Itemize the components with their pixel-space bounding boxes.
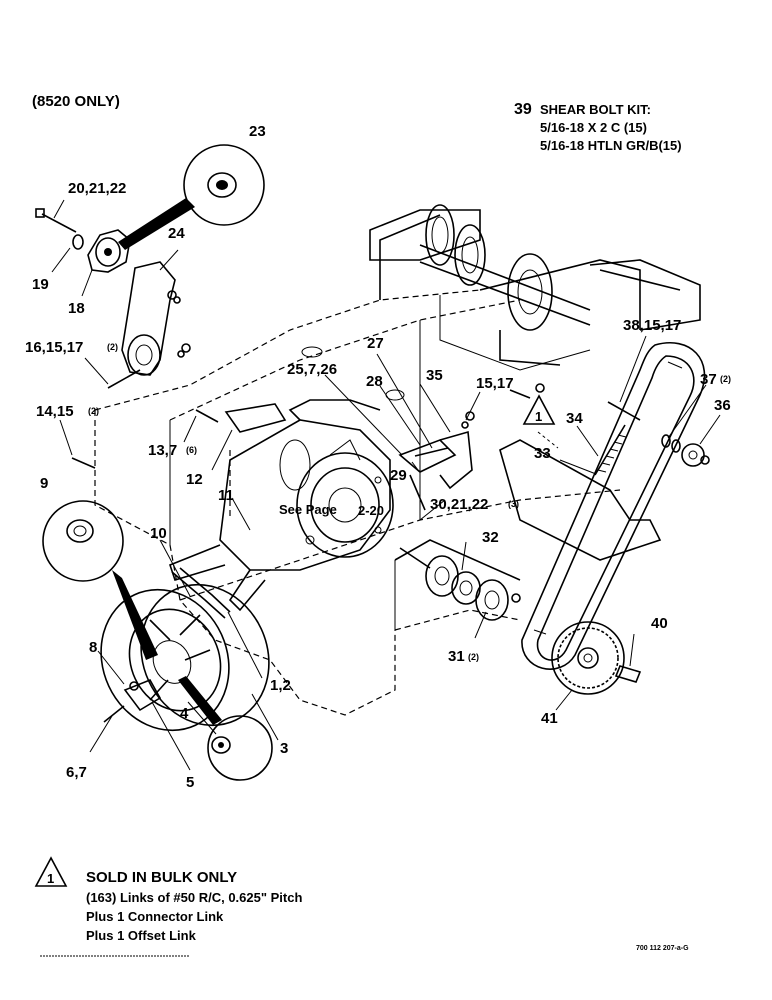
bolt-16 — [107, 369, 141, 389]
callout-36: 36 — [714, 397, 731, 414]
callout-27: 27 — [367, 335, 384, 352]
gearbox — [169, 399, 394, 612]
kit-title: SHEAR BOLT KIT: — [540, 102, 651, 117]
lower-plate — [499, 439, 662, 561]
callout-37: 37 — [700, 371, 717, 388]
bracket-12 — [224, 403, 287, 433]
callout-13-7: 13,7 — [148, 442, 177, 459]
callout-28: 28 — [366, 373, 383, 390]
washer-19 — [72, 234, 84, 250]
triangle-marker-text: 1 — [535, 409, 542, 424]
nuts-24 — [167, 290, 191, 358]
callout-38-15-17: 38,15,17 — [623, 317, 681, 334]
callout-20-21-22: 20,21,22 — [68, 180, 126, 197]
key-40 — [614, 665, 642, 683]
callout-30-21-22: 30,21,22 — [430, 496, 488, 513]
callout-9: 9 — [40, 475, 48, 492]
callout-19: 19 — [32, 276, 49, 293]
callout-37-qty: (2) — [720, 374, 731, 384]
kit-number: 39 — [514, 101, 532, 118]
callout-1-2: 1,2 — [270, 677, 291, 694]
callout-31: 31 — [448, 648, 465, 665]
drawing-id: 700 112 207-a-G — [636, 945, 689, 952]
callout-13-qty: (6) — [186, 445, 197, 455]
callout-14-qty: (2) — [88, 406, 99, 416]
callout-33: 33 — [534, 445, 551, 462]
footnote: 1 SOLD IN BULK ONLY (163) Links of #50 R… — [34, 856, 302, 943]
callout-15-17: 15,17 — [476, 375, 514, 392]
spacers-37 — [661, 434, 681, 453]
callout-3: 3 — [280, 740, 288, 757]
footnote-triangle — [34, 856, 68, 887]
callout-11: 11 — [218, 487, 234, 504]
callout-16-15-17: 16,15,17 — [25, 339, 83, 356]
callout-25-7-26: 25,7,26 — [287, 361, 337, 378]
bearing-assembly — [399, 547, 521, 621]
footnote-line-2: Plus 1 Connector Link — [86, 909, 224, 924]
roller-chain — [521, 342, 706, 670]
see-page-number: 2-20 — [358, 503, 384, 518]
callout-5: 5 — [186, 774, 194, 791]
kit-line-2: 5/16-18 HTLN GR/B(15) — [540, 138, 682, 153]
bearing-flange — [87, 229, 131, 273]
sprocket-41 — [551, 621, 625, 695]
bolt-6 — [103, 705, 125, 723]
note-triangle-marker: 1 — [522, 394, 556, 425]
callout-41: 41 — [541, 710, 558, 727]
shear-linkage — [398, 411, 475, 511]
lower-frame-bar — [394, 539, 521, 581]
callout-4: 4 — [180, 705, 189, 722]
detail-circle-4 — [178, 676, 273, 781]
footnote-title: SOLD IN BULK ONLY — [86, 869, 237, 886]
callout-10: 10 — [150, 525, 167, 542]
callout-8: 8 — [89, 639, 97, 656]
detail-circle-23 — [118, 144, 265, 250]
callout-24: 24 — [168, 225, 185, 242]
bolts-35 — [509, 383, 545, 399]
upper-shaft-assembly — [369, 204, 701, 371]
callout-29: 29 — [390, 467, 407, 484]
model-note: (8520 ONLY) — [32, 93, 120, 110]
footnote-line-3: Plus 1 Offset Link — [86, 928, 197, 943]
footnote-marker: 1 — [47, 871, 54, 886]
bolt-20 — [35, 208, 77, 233]
callout-40: 40 — [651, 615, 668, 632]
callout-12: 12 — [186, 471, 203, 488]
tension-spring — [594, 424, 627, 476]
see-page-text: See Page — [279, 502, 337, 517]
callout-30-qty: (3) — [508, 499, 519, 509]
idler-sprocket-36 — [681, 443, 710, 467]
arm-bracket — [121, 261, 176, 376]
triangle-leader — [537, 431, 559, 449]
sprocket-upper-right — [507, 253, 553, 331]
footnote-line-1: (163) Links of #50 R/C, 0.625" Pitch — [86, 890, 302, 905]
callout-35: 35 — [426, 367, 443, 384]
callout-34: 34 — [566, 410, 583, 427]
callout-32: 32 — [482, 529, 499, 546]
clamp-5 — [123, 678, 162, 712]
bolt-14 — [71, 457, 96, 469]
callout-31-qty: (2) — [468, 652, 479, 662]
leader-lines — [51, 199, 721, 771]
bolt-13 — [195, 409, 219, 423]
sprocket-upper-mid — [454, 224, 486, 286]
callout-23: 23 — [249, 123, 266, 140]
callout-16-qty: (2) — [107, 342, 118, 352]
callout-14-15: 14,15 — [36, 403, 74, 420]
kit-line-1: 5/16-18 X 2 C (15) — [540, 120, 647, 135]
detail-circle-9 — [42, 500, 158, 660]
callout-18: 18 — [68, 300, 85, 317]
callout-6-7: 6,7 — [66, 764, 87, 781]
bolt-38 — [607, 401, 641, 421]
drive-shaft — [171, 567, 231, 619]
